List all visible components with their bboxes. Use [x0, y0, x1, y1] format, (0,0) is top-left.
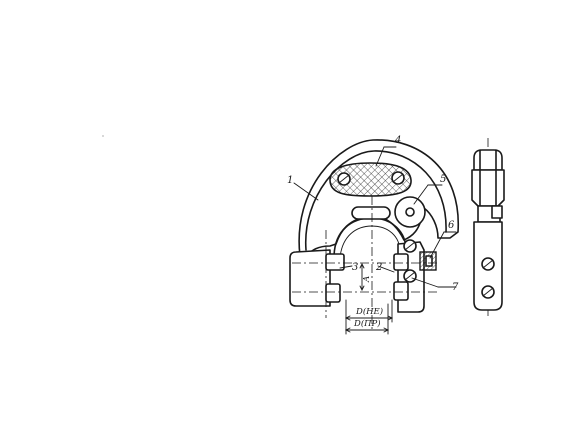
speck: [102, 135, 104, 137]
frame-body: [298, 139, 459, 257]
frame-inner-edge: [305, 150, 447, 251]
inner-slot: [351, 206, 391, 220]
dim-d-ne-label: D(НЕ): [355, 306, 383, 317]
mark-plate-hole: [405, 207, 415, 217]
side-view: [471, 138, 505, 316]
side-upper-body: [471, 169, 505, 207]
callout-4: 4: [394, 135, 401, 146]
callout-7: 7: [452, 282, 459, 293]
callout-2: 2: [375, 262, 382, 273]
dim-d-pr-label: D(ПР): [353, 318, 381, 329]
throat-inner: [339, 225, 401, 259]
right-insert-ne: [393, 253, 409, 271]
right-insert-pr: [393, 281, 409, 301]
left-jaw-block: [289, 249, 331, 307]
left-measuring-insert: [325, 253, 345, 271]
side-head: [473, 149, 503, 171]
callout-6: 6: [448, 220, 455, 231]
front-view: [289, 139, 459, 335]
callout-5: 5: [440, 174, 446, 185]
callout-1: 1: [287, 175, 293, 186]
dim-a-label: A: [362, 276, 372, 283]
insulation-pad: [329, 162, 412, 197]
callout-3: 3: [352, 262, 358, 273]
